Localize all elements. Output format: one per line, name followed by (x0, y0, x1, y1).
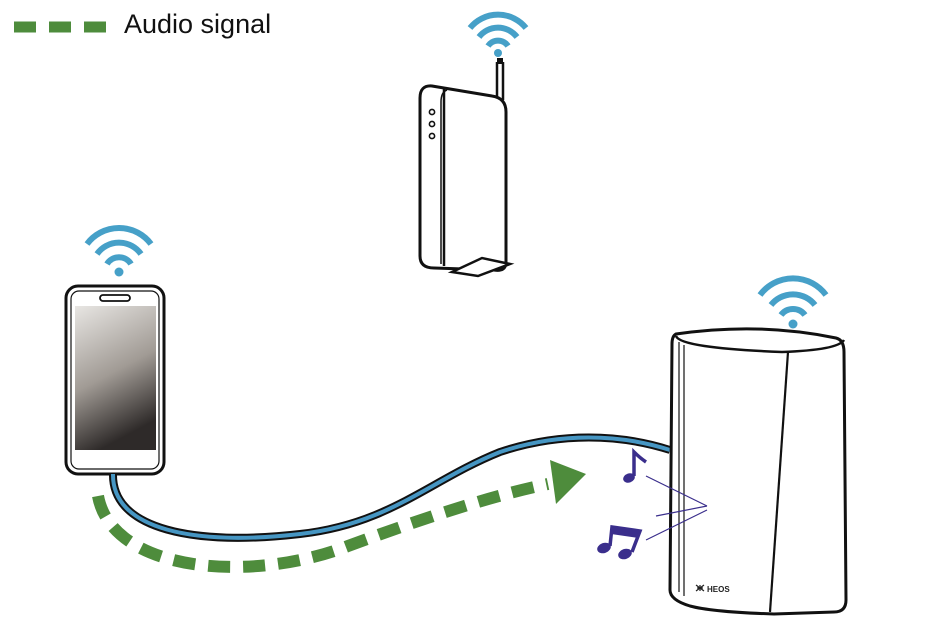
wifi-icon (84, 225, 154, 277)
music-note-icon (623, 447, 647, 483)
speaker-icon: HEOS (668, 275, 848, 616)
speaker-brand-label: HEOS (707, 585, 730, 594)
smartphone-icon (64, 225, 166, 476)
sound-lines (645, 475, 708, 541)
legend: Audio signal (14, 9, 271, 39)
phone-screen (75, 306, 156, 450)
wifi-icon (467, 11, 529, 57)
speaker-brand-logo: HEOS (695, 584, 730, 594)
sound-emission (597, 447, 708, 560)
cable (108, 433, 672, 542)
wifi-icon (757, 275, 829, 329)
router-icon (418, 11, 529, 278)
legend-label: Audio signal (124, 9, 271, 39)
music-note-icon (597, 525, 643, 560)
audio-signal-arrowhead (550, 460, 586, 504)
audio-signal-path (92, 460, 586, 573)
